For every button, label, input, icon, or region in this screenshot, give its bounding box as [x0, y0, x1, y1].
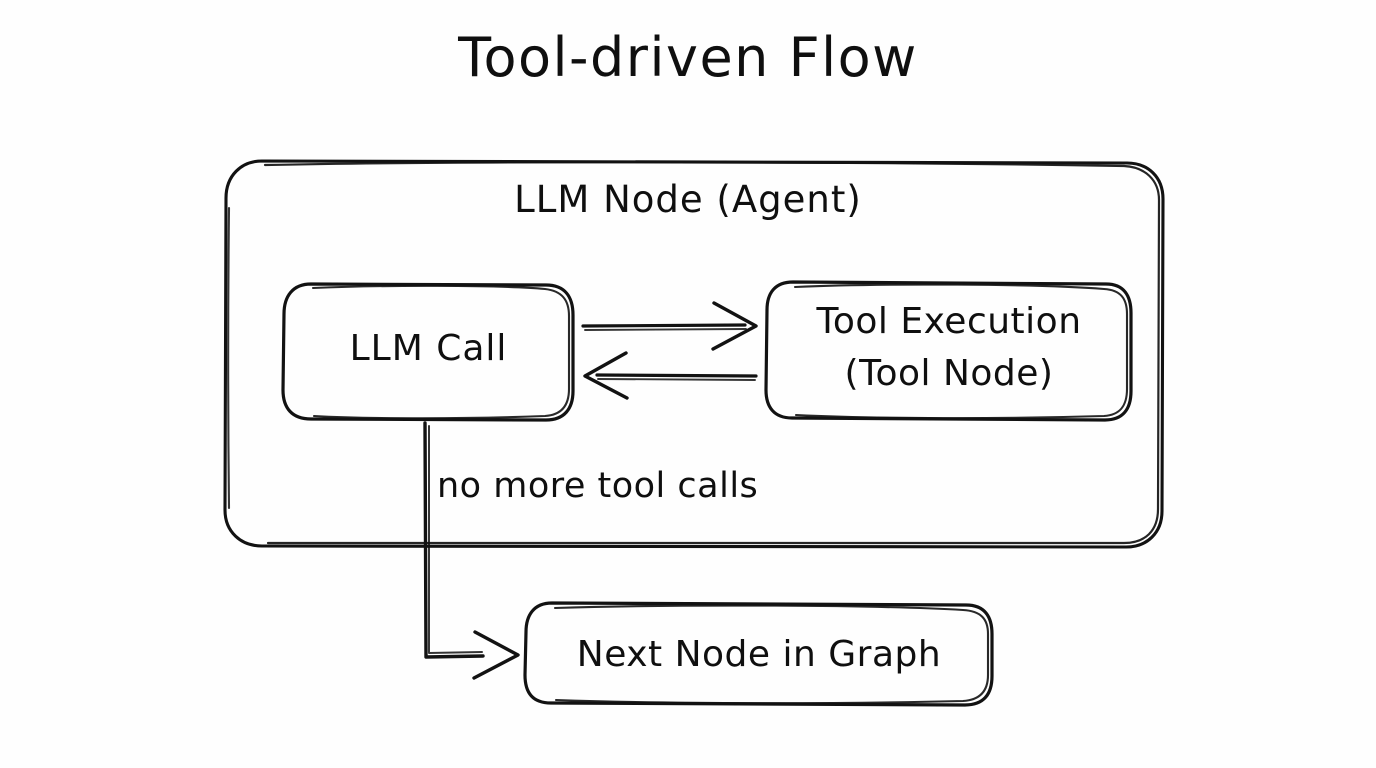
node-label-tool-execution: Tool Execution (Tool Node): [766, 296, 1132, 400]
group-container-llm-node[interactable]: [223, 159, 1165, 549]
node-label-tool-execution-line1: Tool Execution: [816, 301, 1082, 342]
edge-tool-execution-to-llm-call[interactable]: [583, 351, 758, 400]
node-llm-call[interactable]: [281, 282, 575, 422]
edge-llm-call-to-next-node[interactable]: [423, 421, 520, 680]
edge-label-no-more-tool-calls: no more tool calls: [437, 466, 759, 506]
edge-llm-call-to-tool-execution[interactable]: [581, 301, 758, 351]
node-label-tool-execution-line2: (Tool Node): [844, 353, 1054, 394]
group-label-llm-node: LLM Node (Agent): [514, 178, 862, 221]
node-label-llm-call: LLM Call: [349, 328, 508, 369]
node-next-node-in-graph[interactable]: [523, 601, 994, 707]
node-label-next-node-in-graph: Next Node in Graph: [576, 634, 942, 675]
page-title: Tool-driven Flow: [458, 26, 918, 89]
node-tool-execution[interactable]: [764, 280, 1133, 422]
